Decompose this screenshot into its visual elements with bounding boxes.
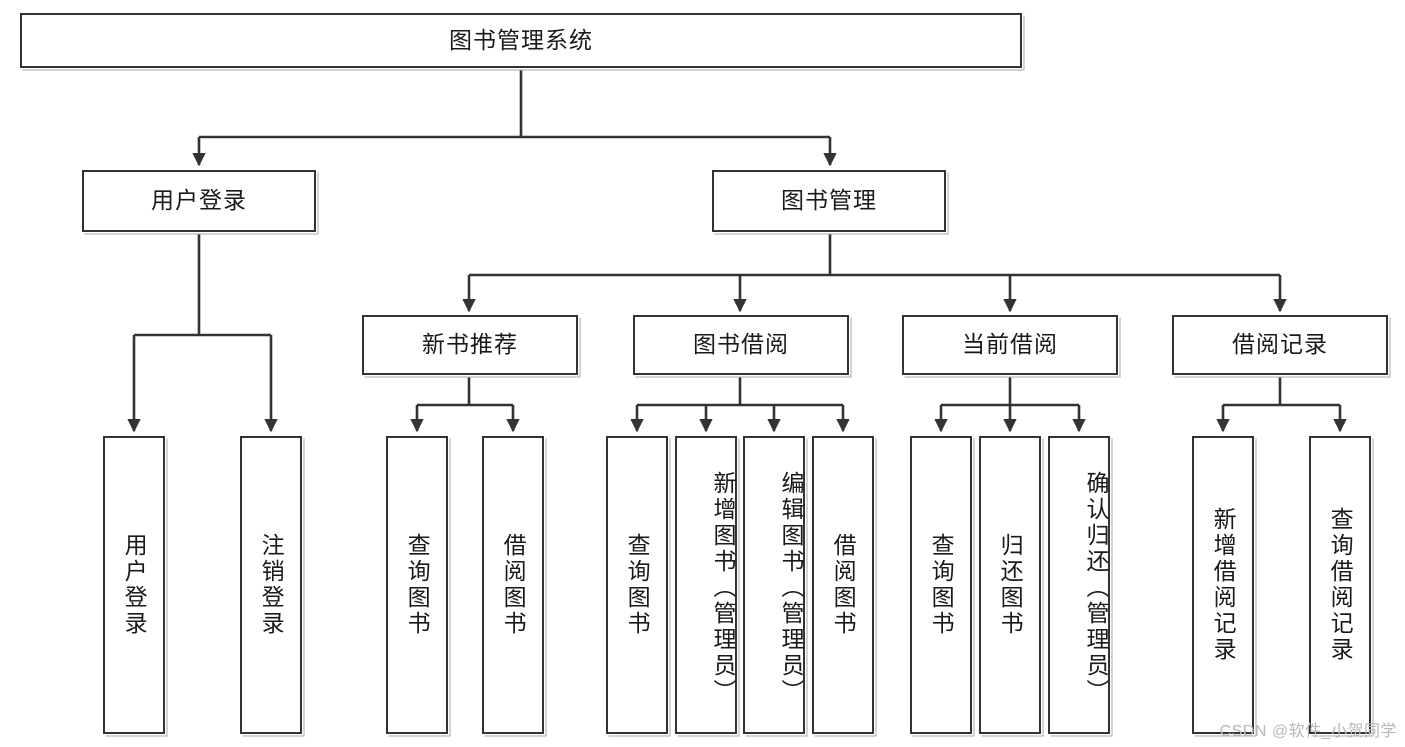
leaf-query-borrow-record[interactable]: 查询借阅记录 <box>1309 436 1371 734</box>
node-root-system[interactable]: 图书管理系统 <box>20 13 1022 68</box>
leaf-borrow-book-borrow[interactable]: 借阅图书 <box>812 436 874 734</box>
leaf-return-book[interactable]: 归还图书 <box>979 436 1041 734</box>
node-book-manage[interactable]: 图书管理 <box>712 170 946 232</box>
leaf-edit-book[interactable]: 编辑图书（管理员） <box>743 436 805 734</box>
node-user-login[interactable]: 用户登录 <box>82 170 316 232</box>
leaf-query-book-current[interactable]: 查询图书 <box>910 436 972 734</box>
node-borrow-record[interactable]: 借阅记录 <box>1172 315 1388 375</box>
leaf-query-book-new-book[interactable]: 查询图书 <box>386 436 448 734</box>
leaf-borrow-book-new-book[interactable]: 借阅图书 <box>482 436 544 734</box>
leaf-add-book[interactable]: 新增图书（管理员） <box>675 436 737 734</box>
node-book-borrow[interactable]: 图书借阅 <box>633 315 849 375</box>
leaf-confirm-return[interactable]: 确认归还（管理员） <box>1048 436 1110 734</box>
watermark-text: CSDN @软件_小贺同学 <box>1219 723 1397 740</box>
leaf-add-borrow-record[interactable]: 新增借阅记录 <box>1192 436 1254 734</box>
node-new-book-recommend[interactable]: 新书推荐 <box>362 315 578 375</box>
leaf-user-logout[interactable]: 注销登录 <box>240 436 302 734</box>
leaf-query-book-borrow[interactable]: 查询图书 <box>606 436 668 734</box>
node-current-borrow[interactable]: 当前借阅 <box>902 315 1118 375</box>
leaf-user-login[interactable]: 用户登录 <box>103 436 165 734</box>
